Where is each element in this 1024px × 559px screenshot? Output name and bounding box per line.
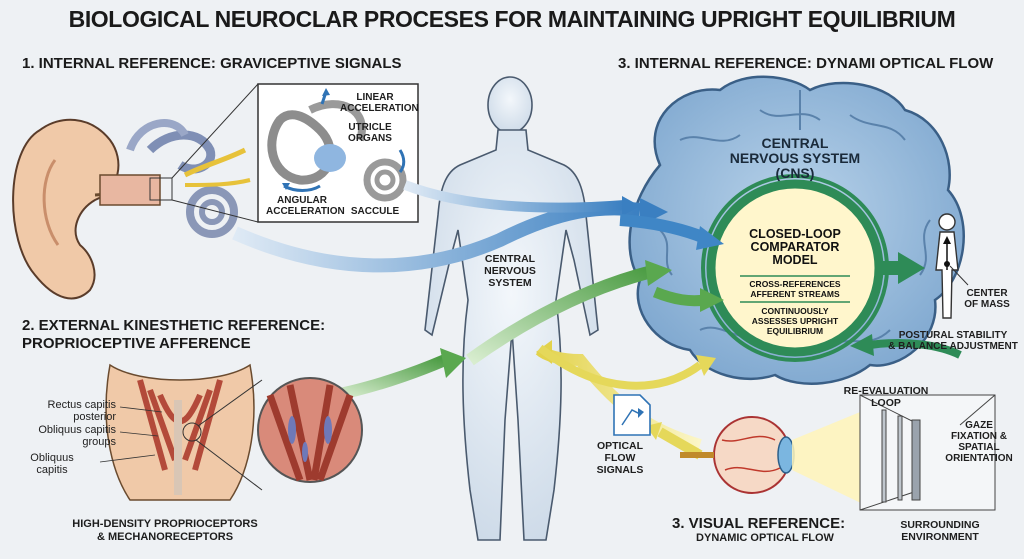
label-linear-acceleration: LINEAR ACCELERATION	[340, 92, 419, 114]
muscle-detail-magnifier	[257, 377, 363, 483]
body-cns-label: CENTRAL NERVOUS SYSTEM	[484, 253, 536, 289]
visual-arrow-to-signals	[657, 427, 703, 460]
diagram-title: BIOLOGICAL NEUROCLAR PROCESES FOR MAINTA…	[68, 6, 956, 32]
light-cone	[792, 410, 865, 505]
gaze-fixation-label: GAZE FIXATION & SPATIAL ORIENTATION	[945, 420, 1013, 464]
standing-figure	[935, 213, 959, 319]
comparator-model-title: CLOSED-LOOP COMPARATOR MODEL	[749, 227, 841, 267]
postural-stability-label: POSTURAL STABILITY & BALANCE ADJUSTMENT	[888, 330, 1018, 352]
proprioceptors-label: HIGH-DENSITY PROPRIOCEPTORS & MECHANOREC…	[72, 518, 258, 543]
optical-flow-signals-label: OPTICAL FLOW SIGNALS	[596, 440, 644, 476]
section-2-header-line2: PROPRIOCEPTIVE AFFERENCE	[22, 335, 251, 352]
human-body-illustration	[424, 76, 599, 541]
eye-illustration	[680, 416, 795, 494]
neck-muscle-illustration	[105, 363, 255, 501]
graviceptive-arrow-upper	[403, 180, 626, 213]
section-1-header: 1. INTERNAL REFERENCE: GRAVICEPTIVE SIGN…	[22, 55, 402, 72]
vestibular-inset	[257, 83, 419, 223]
surrounding-environment-label: SURROUNDING ENVIRONMENT	[900, 519, 980, 543]
proprioceptive-arrow-right	[466, 265, 652, 366]
optical-flow-document-icon	[613, 394, 651, 436]
reevaluation-loop-label: RE-EVALUATION LOOP	[843, 385, 929, 409]
section-3-bottom-header-line2: DYNAMIC OPTICAL FLOW	[696, 532, 834, 544]
label-angular-acceleration: ANGULAR ACCELERATION	[266, 195, 345, 217]
label-utricle-organs: UTRICLE ORGANS	[348, 122, 392, 144]
comparator-disc	[706, 179, 884, 357]
ear-illustration	[12, 118, 251, 300]
label-obliquus-capitis-groups: Obliquus capitis groups	[38, 424, 116, 448]
label-rectus-capitis-posterior: Rectus capitis posterior	[47, 399, 116, 423]
proprioceptive-arrow-left	[333, 354, 448, 401]
section-3-bottom-header-line1: 3. VISUAL REFERENCE:	[672, 515, 846, 532]
label-obliquus-capitis: Obliquus capitis	[30, 452, 74, 476]
comparator-assesses: CONTINUOUSLY ASSESSES UPRIGHT EQUILIBRIU…	[751, 306, 839, 336]
brain-cns-label: CENTRAL NERVOUS SYSTEM (CNS)	[729, 135, 861, 181]
section-3-top-header: 3. INTERNAL REFERENCE: DYNAMI OPTICAL FL…	[618, 55, 994, 72]
reevaluation-arrow	[869, 339, 962, 359]
section-2-header-line1: 2. EXTERNAL KINESTHETIC REFERENCE:	[22, 317, 326, 334]
comparator-cross-references: CROSS-REFERENCES AFFERENT STREAMS	[749, 279, 841, 299]
center-of-mass-label: CENTER OF MASS	[964, 288, 1010, 310]
label-saccule: SACCULE	[350, 206, 400, 217]
environment-illustration	[859, 394, 996, 511]
